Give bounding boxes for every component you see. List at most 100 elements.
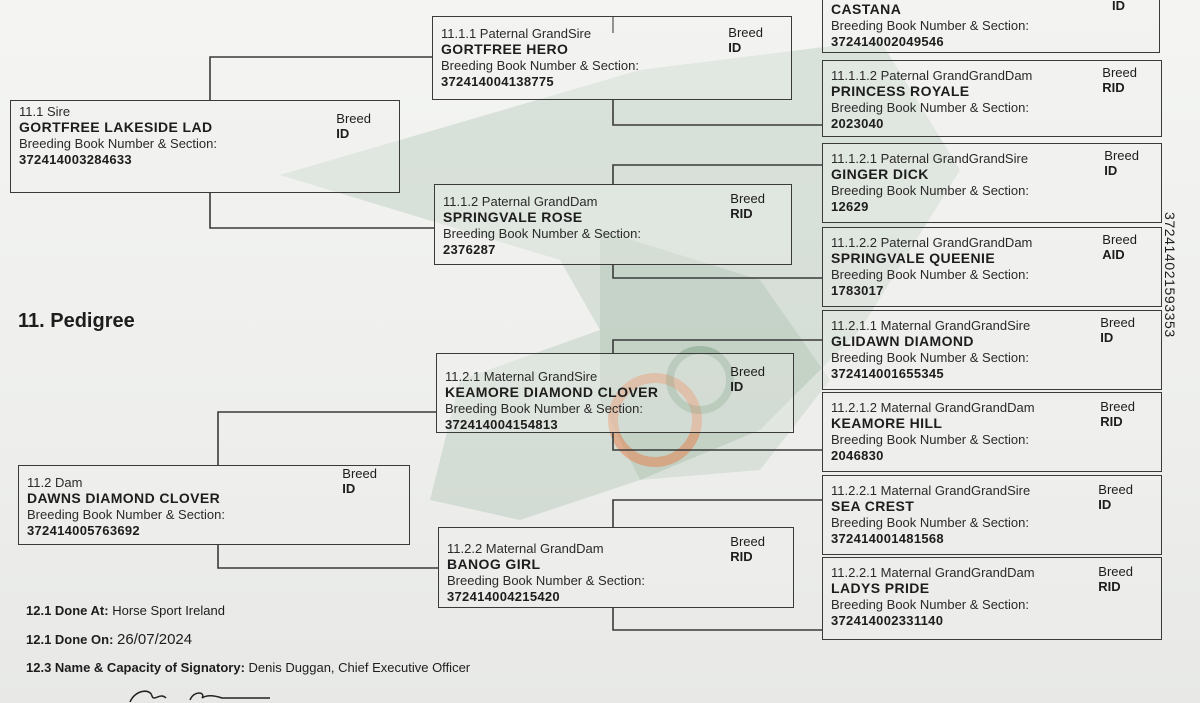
great-grandparent-role: 11.2.2.1 Maternal GrandGrandSire: [831, 483, 1031, 498]
sire-number: 372414003284633: [19, 152, 132, 167]
great-grandparent-breed-label: Breed: [1102, 65, 1137, 80]
great-grandparent-name: SEA CREST: [831, 498, 915, 514]
great-grandparent-role: 11.1.1.2 Paternal GrandGrandDam: [831, 68, 1033, 83]
grandparent-number: 372414004215420: [447, 589, 560, 604]
grandparent-box: 11.1.1 Paternal GrandSire GORTFREE HERO …: [432, 16, 792, 100]
grandparent-role: 11.2.2 Maternal GrandDam: [447, 541, 604, 556]
great-grandparent-role: 11.2.1.1 Maternal GrandGrandSire: [831, 318, 1031, 333]
great-grandparent-bb-label: Breeding Book Number & Section:: [831, 432, 1029, 447]
great-grandparent-name: GLIDAWN DIAMOND: [831, 333, 974, 349]
grandparent-role: 11.2.1 Maternal GrandSire: [445, 369, 598, 384]
great-grandparent-role: 11.1.2.2 Paternal GrandGrandDam: [831, 235, 1033, 250]
great-grandparent-number: 372414001655345: [831, 366, 944, 381]
grandparent-bb-label: Breeding Book Number & Section:: [447, 573, 645, 588]
done-on-label: 12.1 Done On:: [26, 632, 114, 647]
great-grandparent-box: 11.2.2.1 Maternal GrandGrandDam LADYS PR…: [822, 557, 1162, 640]
done-at-line: 12.1 Done At: Horse Sport Ireland: [26, 603, 225, 618]
great-grandparent-bb-label: Breeding Book Number & Section:: [831, 183, 1029, 198]
signature-mark: [129, 690, 270, 703]
great-grandparent-role: 11.2.1.2 Maternal GrandGrandDam: [831, 400, 1035, 415]
grandparent-breed-label: Breed: [730, 534, 765, 549]
great-grandparent-name: LADYS PRIDE: [831, 580, 930, 596]
sire-box: 11.1 Sire GORTFREE LAKESIDE LAD Breeding…: [10, 100, 400, 193]
great-grandparent-name: PRINCESS ROYALE: [831, 83, 970, 99]
great-grandparent-number: 2023040: [831, 116, 884, 131]
great-grandparent-box: 11.1.2.2 Paternal GrandGrandDam SPRINGVA…: [822, 227, 1162, 307]
great-grandparent-breed: RID: [1098, 579, 1121, 594]
great-grandparent-number: 372414001481568: [831, 531, 944, 546]
great-grandparent-name: KEAMORE HILL: [831, 415, 943, 431]
sire-role: 11.1 Sire: [19, 104, 71, 119]
grandparent-number: 372414004138775: [441, 74, 554, 89]
grandparent-name: BANOG GIRL: [447, 556, 541, 572]
dam-box: 11.2 Dam DAWNS DIAMOND CLOVER Breeding B…: [18, 465, 410, 545]
great-grandparent-breed: ID: [1098, 497, 1112, 512]
side-id-number: 372414021593353: [1162, 212, 1178, 338]
dam-bb-label: Breeding Book Number & Section:: [27, 507, 225, 522]
grandparent-role: 11.1.2 Paternal GrandDam: [443, 194, 598, 209]
great-grandparent-role: 11.1.2.1 Paternal GrandGrandSire: [831, 151, 1029, 166]
great-grandparent-breed: AID: [1102, 247, 1125, 262]
grandparent-bb-label: Breeding Book Number & Section:: [445, 401, 643, 416]
great-grandparent-bb-label: Breeding Book Number & Section:: [831, 100, 1029, 115]
great-grandparent-bb-label: Breeding Book Number & Section:: [831, 515, 1029, 530]
great-grandparent-role: 11.2.2.1 Maternal GrandGrandDam: [831, 565, 1035, 580]
done-on-value: 26/07/2024: [117, 631, 193, 648]
grandparent-bb-label: Breeding Book Number & Section:: [443, 226, 641, 241]
great-grandparent-breed-label: Breed: [1102, 232, 1137, 247]
done-at-value: Horse Sport Ireland: [112, 603, 225, 618]
sire-bb-label: Breeding Book Number & Section:: [19, 136, 217, 151]
grandparent-name: KEAMORE DIAMOND CLOVER: [445, 384, 659, 400]
great-grandparent-name: SPRINGVALE QUEENIE: [831, 250, 996, 266]
great-grandparent-breed: ID: [1112, 0, 1125, 13]
great-grandparent-breed: RID: [1102, 80, 1125, 95]
great-grandparent-name: GINGER DICK: [831, 166, 929, 182]
great-grandparent-breed-label: Breed: [1098, 482, 1133, 497]
done-on-line: 12.1 Done On: 26/07/2024: [26, 631, 192, 648]
great-grandparent-box: 11.2.1.1 Maternal GrandGrandSire GLIDAWN…: [822, 310, 1162, 390]
great-grandparent-box: 11.1.2.1 Paternal GrandGrandSire GINGER …: [822, 143, 1162, 223]
grandparent-breed-label: Breed: [728, 25, 763, 40]
section-heading: 11. Pedigree: [18, 310, 135, 332]
great-grandparent-number: 1783017: [831, 283, 884, 298]
great-grandparent-bb-label: Breeding Book Number & Section:: [831, 350, 1029, 365]
grandparent-role: 11.1.1 Paternal GrandSire: [441, 26, 592, 41]
signatory-label: 12.3 Name & Capacity of Signatory:: [26, 660, 245, 675]
great-grandparent-breed-label: Breed: [1098, 564, 1133, 579]
signatory-line: 12.3 Name & Capacity of Signatory: Denis…: [26, 660, 470, 675]
grandparent-breed: ID: [728, 40, 742, 55]
grandparent-breed: RID: [730, 549, 753, 564]
great-grandparent-number: 372414002331140: [831, 613, 944, 628]
dam-name: DAWNS DIAMOND CLOVER: [27, 490, 221, 506]
great-grandparent-bb-label: Breeding Book Number & Section:: [831, 267, 1029, 282]
great-grandparent-breed-label: Breed: [1104, 148, 1139, 163]
dam-number: 372414005763692: [27, 523, 140, 538]
grandparent-name: GORTFREE HERO: [441, 41, 569, 57]
grandparent-breed-label: Breed: [730, 191, 765, 206]
great-grandparent-number: 372414002049546: [831, 34, 944, 49]
great-grandparent-breed: ID: [1104, 163, 1118, 178]
great-grandparent-bb-label: Breeding Book Number & Section:: [831, 18, 1029, 33]
grandparent-breed: ID: [730, 379, 744, 394]
grandparent-bb-label: Breeding Book Number & Section:: [441, 58, 639, 73]
great-grandparent-breed-label: Breed: [1100, 399, 1135, 414]
great-grandparent-box: CASTANA Breeding Book Number & Section: …: [822, 0, 1160, 53]
great-grandparent-box: 11.1.1.2 Paternal GrandGrandDam PRINCESS…: [822, 60, 1162, 137]
dam-breed-label: Breed: [342, 466, 377, 481]
grandparent-number: 372414004154813: [445, 417, 558, 432]
sire-breed-label: Breed: [336, 111, 371, 126]
great-grandparent-name: CASTANA: [831, 1, 902, 17]
grandparent-breed-label: Breed: [730, 364, 765, 379]
great-grandparent-bb-label: Breeding Book Number & Section:: [831, 597, 1029, 612]
great-grandparent-number: 2046830: [831, 448, 884, 463]
great-grandparent-box: 11.2.2.1 Maternal GrandGrandSire SEA CRE…: [822, 475, 1162, 555]
grandparent-box: 11.1.2 Paternal GrandDam SPRINGVALE ROSE…: [434, 184, 792, 265]
dam-breed: ID: [342, 481, 356, 496]
signatory-value: Denis Duggan, Chief Executive Officer: [248, 660, 471, 675]
great-grandparent-breed: RID: [1100, 414, 1123, 429]
grandparent-number: 2376287: [443, 242, 496, 257]
great-grandparent-number: 12629: [831, 199, 869, 214]
